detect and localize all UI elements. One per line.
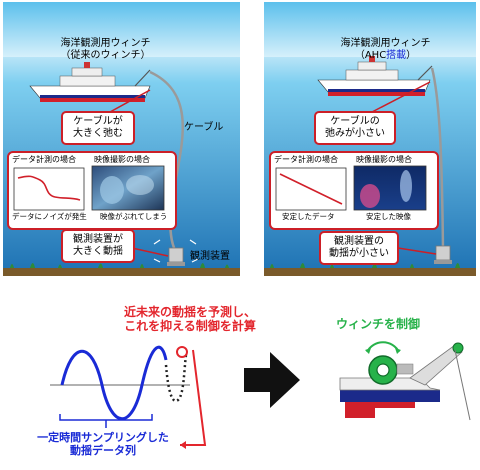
title-prefix: （AHC [354,49,387,61]
callout-cable-box [61,111,135,145]
sampling-line: 一定時間サンプリングした [37,431,169,444]
callout-line: ケーブルが [73,116,123,127]
prediction-line: 近未来の動揺を予測し、 [123,305,256,319]
prediction-point [176,346,188,358]
callout-pointer [397,247,437,255]
right-video-caption: 安定した映像 [366,212,411,221]
title-suffix: ） [406,49,417,61]
red-arrow [180,349,207,446]
seabed [3,268,240,276]
ship [29,62,151,102]
left-data-label: データ計測の場合 [12,155,76,164]
stable-data-line [279,173,343,205]
ship [317,56,433,96]
right-winch-title-line2: （AHC搭載） [328,50,443,62]
left-panel [3,2,240,276]
rotation-arrow-icon [366,341,400,353]
callout-device-box [61,229,135,263]
sampling-line: 動揺データ列 [70,443,136,457]
left-video-caption: 映像がぶれてしまう [100,212,168,221]
device-label: 観測装置 [190,251,230,262]
callout-line: 大きく動揺 [73,245,123,257]
process-arrow-icon [244,352,300,408]
left-callout-device-text: 観測装置が 大きく動揺 [62,234,134,257]
cable [430,67,445,251]
sky [264,2,476,57]
callout-line: 大きく弛む [73,127,123,139]
prediction-line: これを抑える制御を計算 [124,318,256,333]
right-data-label: データ計測の場合 [274,155,338,164]
right-panel [264,2,476,276]
callout-line: 観測装置が [73,234,123,245]
right-callout-device-text: 観測装置の 動揺が小さい [320,236,398,259]
right-winch-title-line1: 海洋観測用ウィンチ [340,38,431,49]
data-graph-noisy [13,167,85,211]
callout-device-box [319,231,399,265]
callout-line: 弛みが小さい [325,127,385,139]
predicted-wave [164,354,188,403]
right-winch-title: 海洋観測用ウィンチ （AHC搭載） [328,38,443,61]
noisy-data-line [17,175,81,201]
callout-line: 動揺が小さい [329,247,389,259]
seaweed [10,263,229,268]
sampling-bracket [59,414,153,421]
winch-illustration [339,341,471,421]
ahc-highlight: 搭載 [386,49,407,61]
right-data-caption: 安定したデータ [282,212,335,221]
cable-label: ケーブル [184,122,224,133]
left-winch-title-line1: 海洋観測用ウィンチ [60,38,151,49]
callout-line: ケーブルの [330,116,380,127]
sky [3,2,240,57]
callout-pointer [371,81,431,113]
callout-pointer [109,89,151,113]
left-callout-cable-text: ケーブルが 大きく弛む [62,116,134,139]
right-video-label: 映像撮影の場合 [356,155,412,164]
bottom-section [50,341,471,449]
seabed [264,268,476,276]
winch-control-text: ウィンチを制御 [336,317,421,331]
callout-cable-box [314,111,396,145]
left-video-label: 映像撮影の場合 [94,155,150,164]
right-callout-cable-text: ケーブルの 弛みが小さい [315,116,395,139]
callout-pointer [131,247,169,257]
sampling-text: 一定時間サンプリングした 動揺データ列 [28,431,178,457]
sampled-wave [60,345,168,420]
callout-line: 観測装置の [334,236,384,247]
left-winch-title: 海洋観測用ウィンチ （従来のウィンチ） [48,38,163,61]
prediction-text: 近未来の動揺を予測し、 これを抑える制御を計算 [100,305,280,334]
left-data-caption: データにノイズが発生 [12,212,87,221]
left-winch-title-line2: （従来のウィンチ） [60,49,151,61]
observation-device [153,239,199,266]
observation-device [434,245,452,264]
